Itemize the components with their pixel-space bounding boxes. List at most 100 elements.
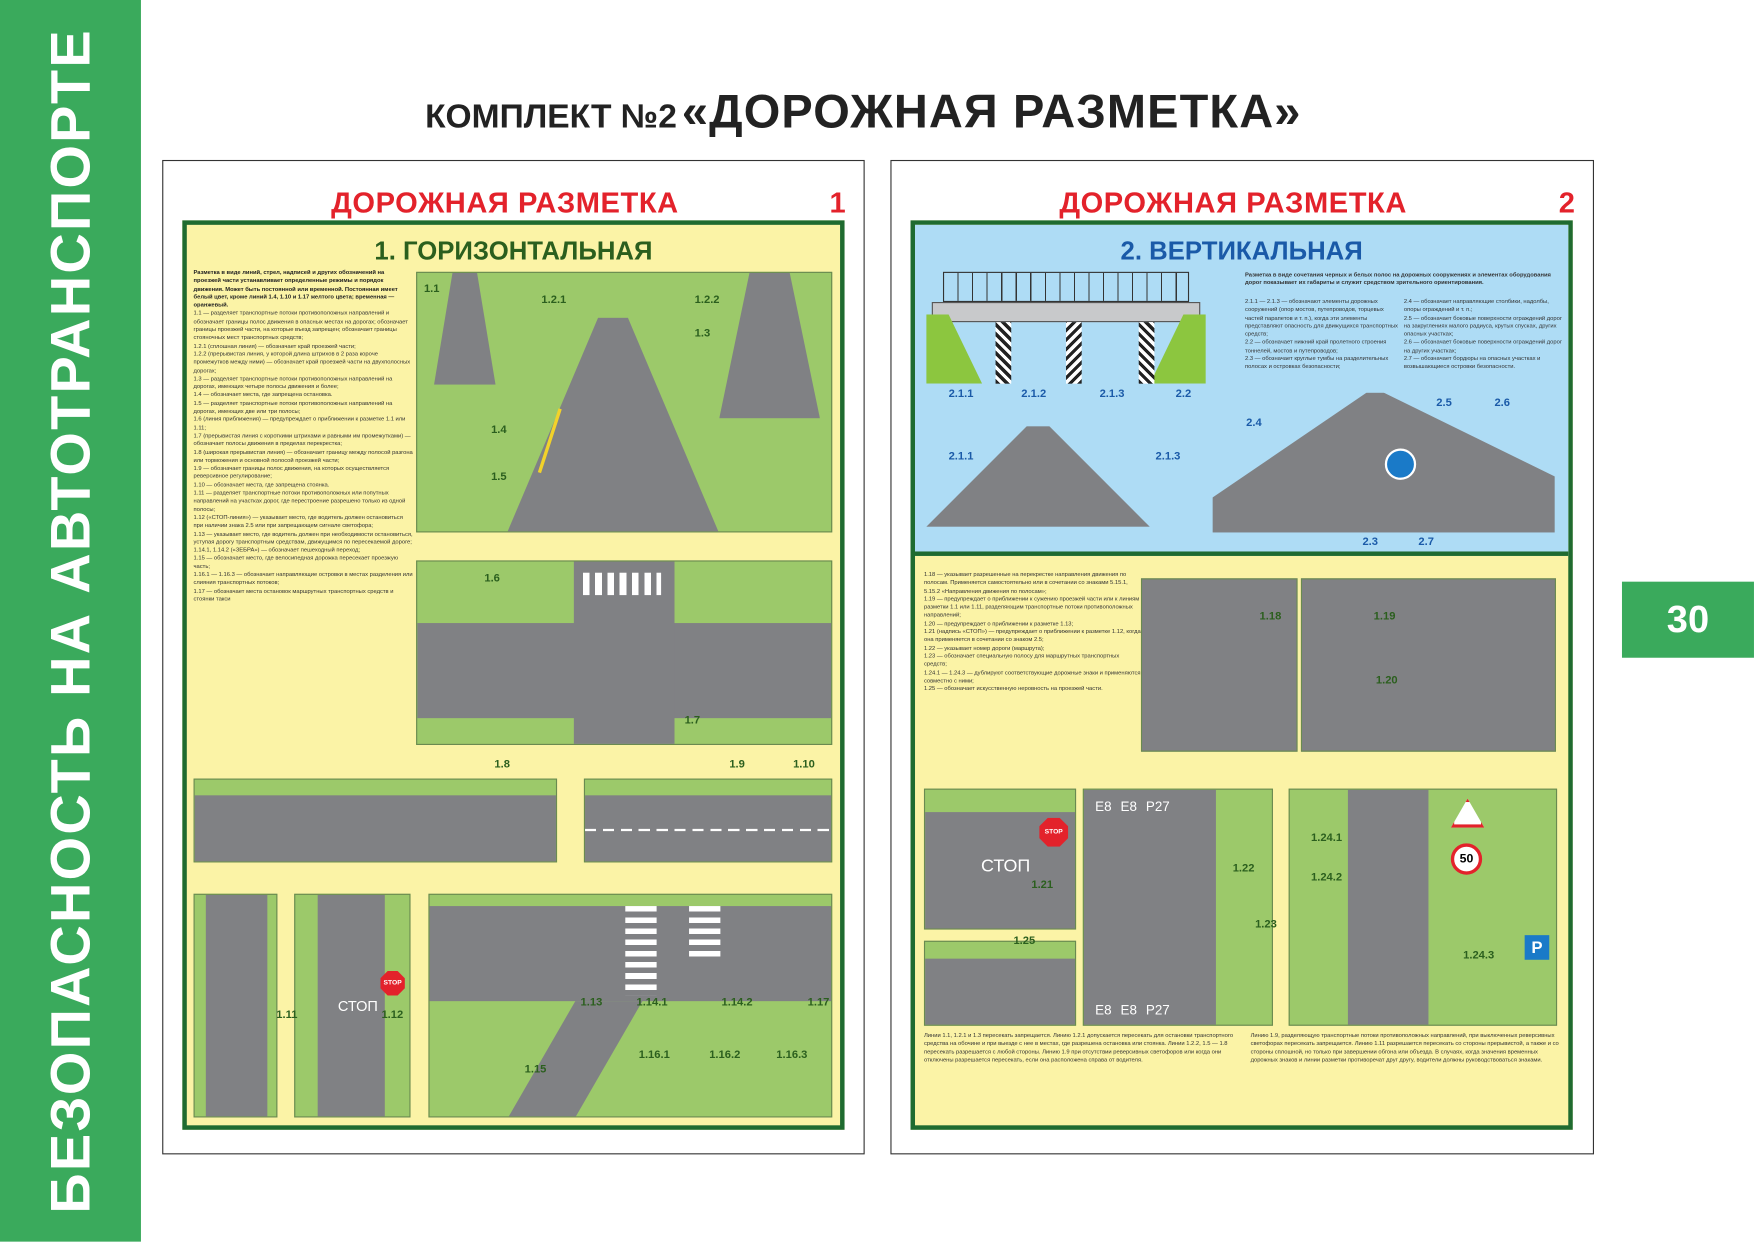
paragraph: 1.12 («СТОП-линия») — указывает место, г… [193,514,403,530]
marking-label: 1.20 [1375,674,1398,687]
kit-title: «ДОРОЖНАЯ РАЗМЕТКА» [681,85,1302,138]
paragraph-list-bottom: 1.18 — указывает разрешенные на перекрес… [924,572,1142,694]
scene-1-12: STOP СТОП [294,893,411,1118]
marking-label: 1.12 [381,1008,404,1022]
marking-label: 1.5 [491,470,507,484]
marking-label: 1.1 [423,283,440,296]
paragraph: 1.9 — обозначает границы полос движения,… [193,465,390,481]
speed-limit-sign-icon: 50 [1450,843,1483,875]
footer-text-right: Линию 1.9, разделяющую транспортные пото… [1250,1032,1559,1064]
marking-label: 2.1.3 [1099,388,1125,401]
paragraph: 1.18 — указывает разрешенные на перекрес… [923,571,1128,595]
marking-label: 1.2.1 [541,294,567,307]
marking-label: 2.2 [1175,388,1192,401]
road-code: E8 [1120,798,1137,815]
poster-number: 2 [1558,185,1575,220]
paragraph: 1.19 — предупреждает о приближении к суж… [923,596,1140,620]
marking-label: 1.13 [580,996,603,1009]
marking-label: 2.3 [1362,535,1379,549]
scene-intersection [416,560,833,745]
marking-label: 1.11 [276,1008,298,1022]
paragraph: 1.24.1 — 1.24.3 — дублируют соответствую… [923,669,1141,685]
poster-number: 1 [829,185,846,220]
scene-crossings [428,893,833,1118]
kit-label: КОМПЛЕКТ №2 [425,98,677,136]
paragraph: 1.2.2 (прерывистая линия, у которой длин… [193,351,411,375]
paragraph: 1.4 — обозначает места, где запрещена ос… [193,392,333,399]
road-code: E8 [1095,1002,1112,1018]
road-code: E8 [1095,798,1112,815]
marking-label: 1.4 [491,423,507,437]
page-number-badge: 30 [1621,581,1754,658]
marking-label: 1.14.2 [721,996,753,1009]
marking-label: 1.9 [729,758,745,771]
marking-label: 2.1.1 [948,450,974,464]
paragraph: 2.3 — обозначает круглые тумбы на раздел… [1245,355,1389,371]
paragraph: 1.25 — обозначает искусственную неровнос… [923,685,1103,693]
paragraph: 2.4 — обозначает направляющие столбики, … [1403,298,1549,314]
marking-label: 1.23 [1255,918,1277,931]
marking-label: 1.18 [1259,610,1282,624]
marking-label: 1.16.2 [709,1049,741,1062]
poster-vertical[interactable]: ДОРОЖНАЯ РАЗМЕТКА 2 2. ВЕРТИКАЛЬНАЯ Разм… [890,159,1595,1155]
marking-label: 2.5 [1436,397,1452,410]
paragraph: 2.5 — обозначает боковые поверхности огр… [1403,314,1562,339]
marking-label: 1.3 [694,327,711,341]
stop-sign-icon: STOP [380,970,405,996]
sidebar-strip: БЕЗОПАСНОСТЬ НА АВТОТРАНСПОРТЕ [0,0,141,1242]
marking-label: 1.21 [1031,879,1054,892]
paragraph: 1.11 — разделяет транспортные потоки про… [193,489,406,514]
marking-label: 2.6 [1494,397,1511,410]
paragraph: 1.20 — предупреждает о приближении к раз… [923,620,1074,628]
paragraph-list-left: 2.1.1 — 2.1.3 — обозначают элементы доро… [1245,299,1399,372]
marking-label: 1.16.1 [638,1049,670,1062]
marking-label: 1.8 [494,758,510,771]
paragraph: 1.7 (прерывистая линия с короткими штрих… [193,432,411,448]
keep-right-sign-icon [1384,448,1417,480]
paragraph: 1.3 — разделяет транспортные потоки прот… [193,375,393,391]
poster-title: ДОРОЖНАЯ РАЗМЕТКА [331,185,679,220]
marking-label: 1.6 [484,572,500,586]
paragraph: 1.5 — разделяет транспортные потоки прот… [193,400,393,416]
marking-label: 1.2.2 [694,294,720,307]
intro-text: Разметка в виде линий, стрел, надписей и… [193,269,398,309]
paragraph: 1.15 — обозначает место, где велосипедна… [193,555,399,571]
paragraph-list-right: 2.4 — обозначает направляющие столбики, … [1404,299,1564,372]
scene-1-25 [923,940,1077,1026]
bridge-illustration [926,271,1206,384]
poster-body: 2. ВЕРТИКАЛЬНАЯ Разметка в виде сочетани… [910,220,1573,1130]
road-text-stop: СТОП [337,997,378,1015]
marking-label: 1.24.1 [1310,832,1343,845]
poster-body: 1. ГОРИЗОНТАЛЬНАЯ Разметка в виде линий,… [182,220,845,1130]
road-code: E8 [1120,1002,1137,1018]
footer-text-left: Линии 1.1, 1.2.1 и 1.3 пересекать запрещ… [923,1032,1234,1064]
marking-label: 1.17 [807,996,830,1009]
paragraph: 1.13 — указывает место, где водитель дол… [193,530,413,546]
paragraph: 2.2 — обозначает нижний край пролетного … [1245,339,1387,355]
poster-horizontal[interactable]: ДОРОЖНАЯ РАЗМЕТКА 1 1. ГОРИЗОНТАЛЬНАЯ Ра… [162,159,865,1155]
scene-1-21: STOP СТОП [923,788,1077,930]
warning-sign-icon [1450,798,1485,828]
scene-1-11 [193,893,278,1118]
paragraph: 1.22 — указывает номер дороги (маршрута)… [923,645,1045,652]
road-text-stop: СТОП [981,856,1031,876]
marking-label: 1.24.3 [1463,949,1495,962]
marking-label: 1.22 [1232,862,1255,875]
paragraph: 1.6 (линия приближения) — предупреждает … [193,416,406,432]
page-title: КОМПЛЕКТ №2 «ДОРОЖНАЯ РАЗМЕТКА» [425,85,1331,139]
paragraph: 2.7 — обозначает бордюры на опасных учас… [1403,355,1541,371]
marking-label: 2.4 [1246,417,1262,430]
intro-text: Разметка в виде сочетания черных и белых… [1245,271,1551,287]
paragraph: 1.10 — обозначает места, где запрещена с… [193,481,330,489]
scene-1-18 [1140,578,1298,752]
sidebar-title: БЕЗОПАСНОСТЬ НА АВТОТРАНСПОРТЕ [39,28,102,1214]
paragraph: 1.2.1 (сплошная линия) — обозначает край… [193,343,356,350]
marking-label: 1.15 [524,1063,547,1077]
poster-text: Разметка в виде линий, стрел, надписей и… [194,270,413,605]
scene-road-lines [416,271,833,533]
marking-label: 2.7 [1418,535,1434,549]
marking-label: 2.1.1 [948,388,974,401]
paragraph: 1.23 — обозначает специальную полосу для… [923,653,1120,669]
